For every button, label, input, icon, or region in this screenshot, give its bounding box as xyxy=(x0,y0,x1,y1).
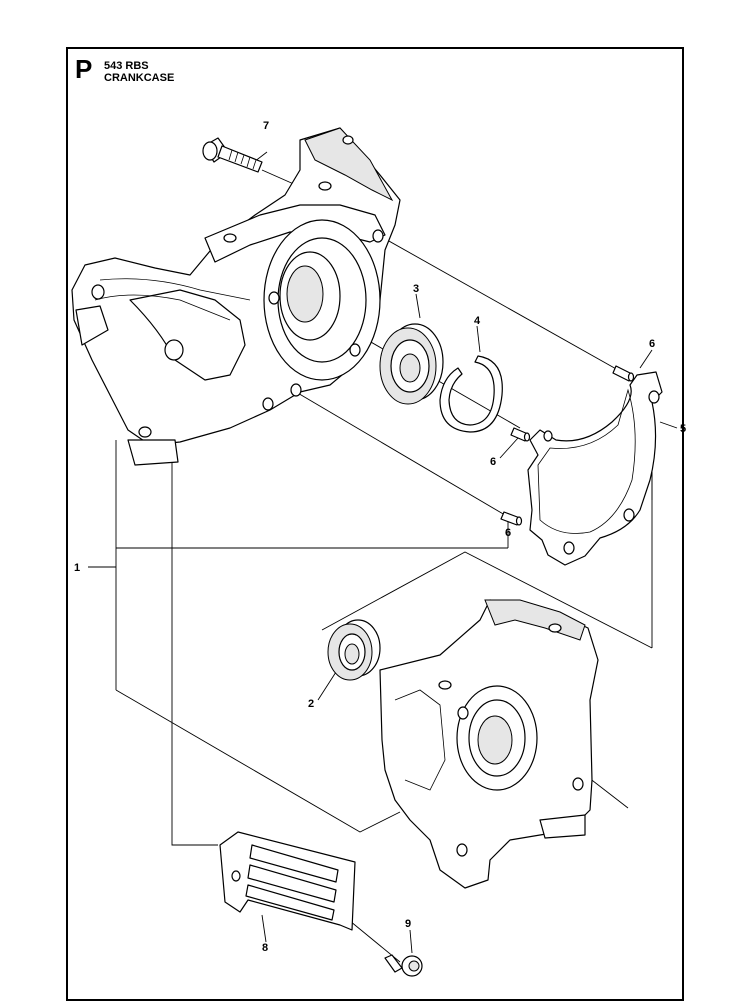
callout-4: 4 xyxy=(474,315,481,327)
callout-8: 8 xyxy=(262,942,268,954)
screw-part-9 xyxy=(384,954,423,977)
crankcase-upper-half xyxy=(71,127,401,466)
callout-labels: 1 2 3 4 5 6 6 6 7 8 9 xyxy=(74,120,686,954)
dowel-pin-lower xyxy=(500,511,523,526)
callout-6-middle: 6 xyxy=(490,456,496,468)
gasket-part-5 xyxy=(527,371,663,566)
callout-6-upper: 6 xyxy=(649,338,655,350)
circlip-part-4 xyxy=(439,355,503,433)
callout-5: 5 xyxy=(680,423,686,435)
dowel-pin-middle xyxy=(510,427,531,442)
callout-2: 2 xyxy=(308,698,314,710)
bolt-part-7 xyxy=(202,137,263,173)
model-name: 543 RBS xyxy=(104,60,149,72)
diagram-title: CRANKCASE xyxy=(104,72,175,84)
callout-3: 3 xyxy=(413,283,419,295)
crankcase-lower-half xyxy=(379,599,599,889)
seal-part-2 xyxy=(327,619,381,681)
callout-6-lower: 6 xyxy=(505,527,511,539)
page-letter: P xyxy=(75,54,93,84)
diagram-frame xyxy=(66,47,684,1001)
dowel-pin-upper xyxy=(612,365,635,382)
callout-9: 9 xyxy=(405,918,411,930)
callout-1: 1 xyxy=(74,562,80,574)
bearing-part-3 xyxy=(379,323,444,405)
cover-plate-part-8 xyxy=(219,831,356,931)
callout-7: 7 xyxy=(263,120,269,132)
